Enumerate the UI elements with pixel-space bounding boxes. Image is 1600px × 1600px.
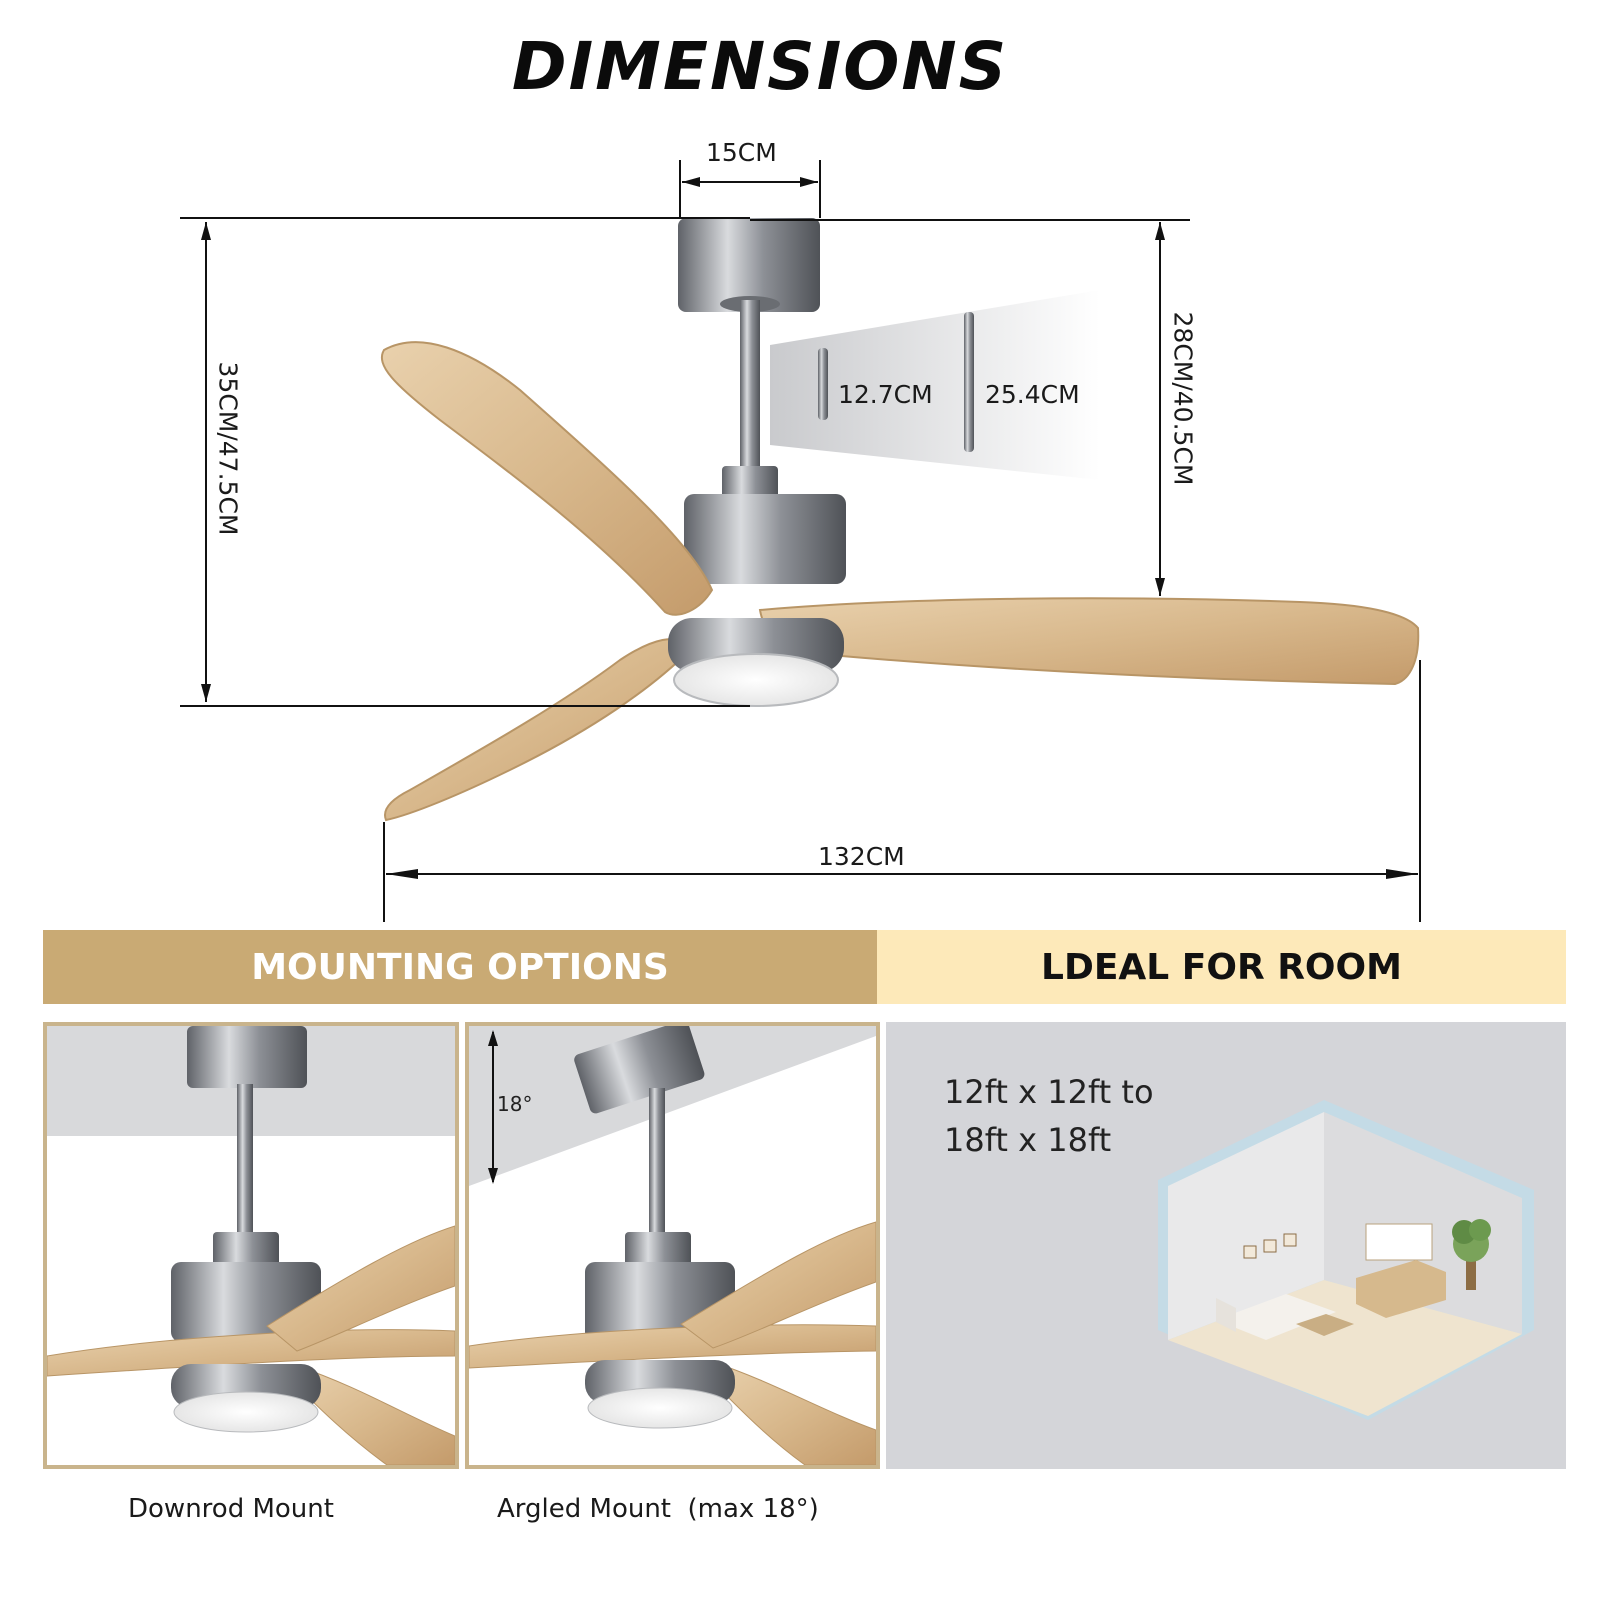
light-cover	[673, 653, 839, 707]
angled-mount-illustration	[469, 1026, 876, 1465]
page-title: DIMENSIONS	[511, 28, 1009, 105]
room-size-line-1: 12ft x 12ft to	[944, 1073, 1154, 1111]
fan-dimension-diagram	[180, 160, 1421, 922]
angled-mount-caption: Argled Mount (max 18°)	[497, 1494, 819, 1524]
angle-label: 18°	[497, 1092, 533, 1116]
room-illustration	[1158, 1100, 1534, 1420]
room-size-line-2: 18ft x 18ft	[944, 1121, 1112, 1159]
canopy-width-label: 15CM	[706, 138, 777, 167]
room-size-text: 12ft x 12ft to 18ft x 18ft	[944, 1068, 1154, 1164]
overall-height-label: 35CM/47.5CM	[213, 361, 243, 536]
motor-housing	[684, 494, 846, 584]
room-panel	[886, 1022, 1566, 1469]
downrod-long-label: 25.4CM	[985, 380, 1080, 409]
downrod-mount-caption: Downrod Mount	[128, 1494, 334, 1524]
canopy-shape	[678, 218, 820, 312]
downrod-short-bar	[818, 348, 828, 420]
blade-upper-left	[380, 341, 714, 616]
mounting-options-header: MOUNTING OPTIONS	[43, 930, 877, 1004]
downrod-short-label: 12.7CM	[838, 380, 933, 409]
span-label: 132CM	[818, 842, 905, 871]
downrod-mount-panel	[43, 1022, 459, 1469]
blade-right	[758, 597, 1420, 686]
angled-mount-panel	[465, 1022, 880, 1469]
downrod-mount-illustration	[47, 1026, 455, 1465]
downrod-length-backdrop	[770, 290, 1100, 480]
blade-lower-left	[384, 638, 692, 822]
blade-height-label: 28CM/40.5CM	[1168, 311, 1198, 486]
downrod-long-bar	[964, 312, 974, 452]
downrod-shape	[740, 300, 760, 470]
ideal-room-header: LDEAL FOR ROOM	[877, 930, 1566, 1004]
